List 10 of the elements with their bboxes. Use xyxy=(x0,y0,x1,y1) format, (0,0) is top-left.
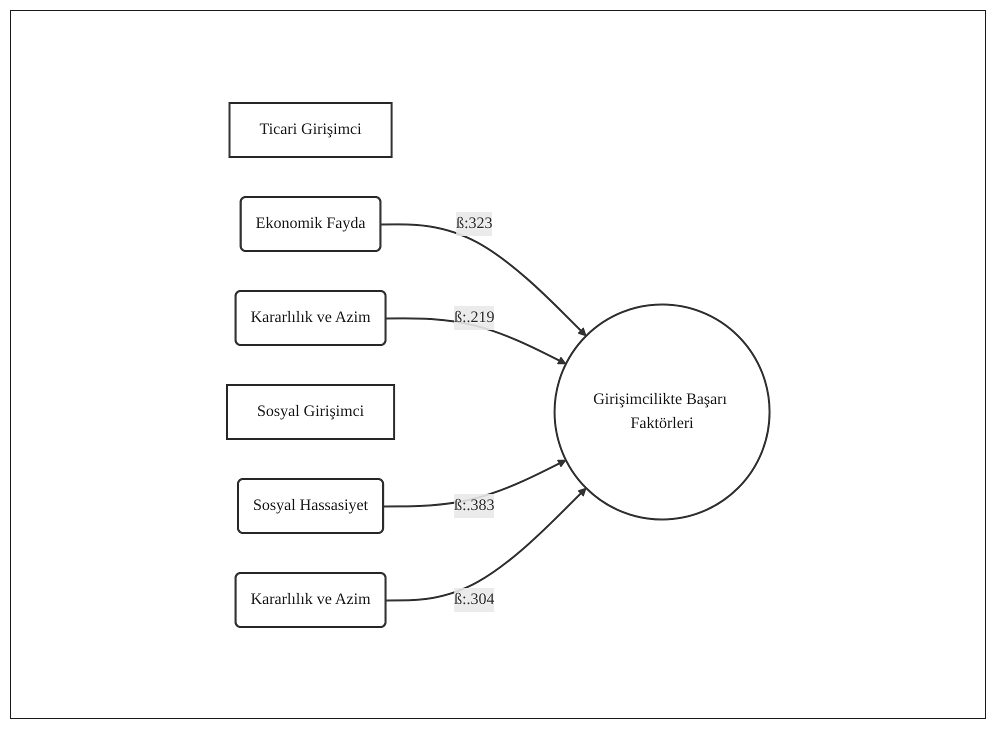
node-circle xyxy=(553,303,770,520)
edge-label: ß:.219 xyxy=(454,308,494,326)
node-box xyxy=(226,384,395,440)
arrow xyxy=(380,222,586,336)
diagram-frame: ß:323 ß:.219 ß:.383 ß:.304 Ticari Girişimci Ekonomik Fayda Kararlılık ve Azim Girişimcilikte Başarı Faktörleri Sosyal Girişimci Sosyal Hassasiyet Kararlılık ve Azim xyxy=(10,10,986,719)
edge-label: ß:.304 xyxy=(454,590,494,608)
edge-label: ß:323 xyxy=(456,214,492,232)
node-box xyxy=(228,102,392,158)
arrow xyxy=(386,487,586,601)
edge-label: ß:.383 xyxy=(454,496,494,514)
